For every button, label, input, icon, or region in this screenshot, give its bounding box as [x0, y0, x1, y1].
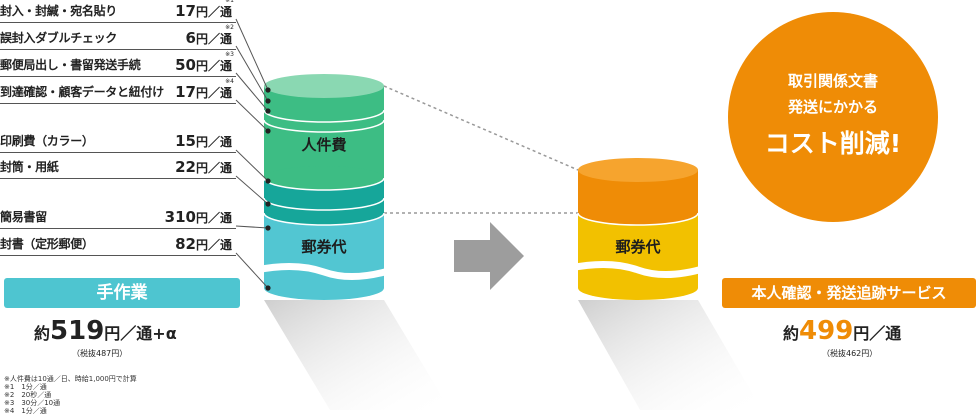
manual-work-tag: 手作業 [4, 278, 240, 308]
cost-label: 簡易書留 [0, 210, 47, 224]
cost-row: 封入・封緘・宛名貼り 17円／通 ※1 [0, 0, 236, 23]
total-value: 499 [799, 316, 854, 346]
footnote: ※2 20秒／通 [4, 391, 52, 399]
cost-label: 封筒・用紙 [0, 160, 59, 174]
cost-label: 封入・封緘・宛名貼り [0, 4, 118, 18]
cost-note: ※4 [225, 78, 234, 85]
leader-dots [265, 87, 271, 291]
service-cylinder [569, 158, 708, 300]
cost-row: 誤封入ダブルチェック 6円／通 ※2 [0, 24, 236, 50]
cost-note: ※3 [225, 51, 234, 58]
callout-headline: コスト削減! [764, 129, 902, 158]
footnote: ※1 1分／通 [4, 383, 47, 391]
service-tag: 本人確認・発送追跡サービス [722, 278, 976, 308]
cylinder-shadow-left [264, 300, 450, 410]
cost-label: 印刷費（カラー） [0, 134, 94, 148]
manual-total: 約519円／通+α [34, 316, 177, 346]
cost-value: 17円／通 [175, 83, 232, 101]
service-subtotal: （税抜462円） [822, 349, 878, 358]
manual-postage-label: 郵券代 [301, 238, 347, 256]
cost-value: 15円／通 [175, 132, 232, 150]
total-suffix: 円／通+α [104, 324, 177, 343]
total-suffix: 円／通 [853, 324, 902, 343]
cost-row: 封書（定形郵便） 82円／通 [0, 233, 236, 256]
service-total: 約499円／通 [783, 316, 901, 346]
footnote: ※3 30分／10通 [4, 399, 61, 407]
cost-value: 310円／通 [164, 208, 232, 226]
cost-row: 印刷費（カラー） 15円／通 [0, 130, 236, 153]
total-prefix: 約 [783, 324, 800, 343]
cost-label: 誤封入ダブルチェック [0, 31, 118, 45]
callout-line: 取引関係文書 [787, 72, 878, 90]
cost-row: 封筒・用紙 22円／通 [0, 156, 236, 179]
leader-lines [235, 18, 269, 289]
service-postage-label: 郵券代 [615, 238, 661, 256]
cost-label: 到達確認・顧客データと紐付け [0, 85, 164, 99]
total-prefix: 約 [34, 324, 51, 343]
cost-label: 封書（定形郵便） [0, 237, 94, 251]
cost-note: ※2 [225, 24, 234, 31]
guide-line-top [383, 85, 579, 171]
manual-subtotal: （税抜487円） [72, 349, 128, 358]
cost-value: 22円／通 [175, 158, 232, 176]
cost-note: ※1 [225, 0, 234, 4]
cost-value: 17円／通 [175, 2, 232, 20]
cylinder-shadow-right [578, 300, 762, 410]
cost-value: 82円／通 [175, 235, 232, 253]
total-value: 519 [50, 316, 105, 346]
cost-row: 簡易書留 310円／通 [0, 206, 236, 229]
footnote: ※人件費は10通／日、時給1,000円で計算 [4, 375, 137, 383]
footnote: ※4 1分／通 [4, 407, 47, 415]
cost-label: 郵便局出し・書留発送手続 [0, 58, 141, 72]
cost-value: 6円／通 [185, 29, 232, 47]
cost-row: 到達確認・顧客データと紐付け 17円／通 ※4 [0, 78, 236, 104]
cost-row: 郵便局出し・書留発送手続 50円／通 ※3 [0, 51, 236, 77]
callout-line: 発送にかかる [787, 98, 878, 116]
cost-value: 50円／通 [175, 56, 232, 74]
labor-cost-label: 人件費 [301, 136, 347, 154]
manual-cylinder [255, 74, 394, 300]
cost-reduction-callout: 取引関係文書 発送にかかる コスト削減! [728, 12, 938, 222]
arrow-right-icon [454, 222, 524, 290]
